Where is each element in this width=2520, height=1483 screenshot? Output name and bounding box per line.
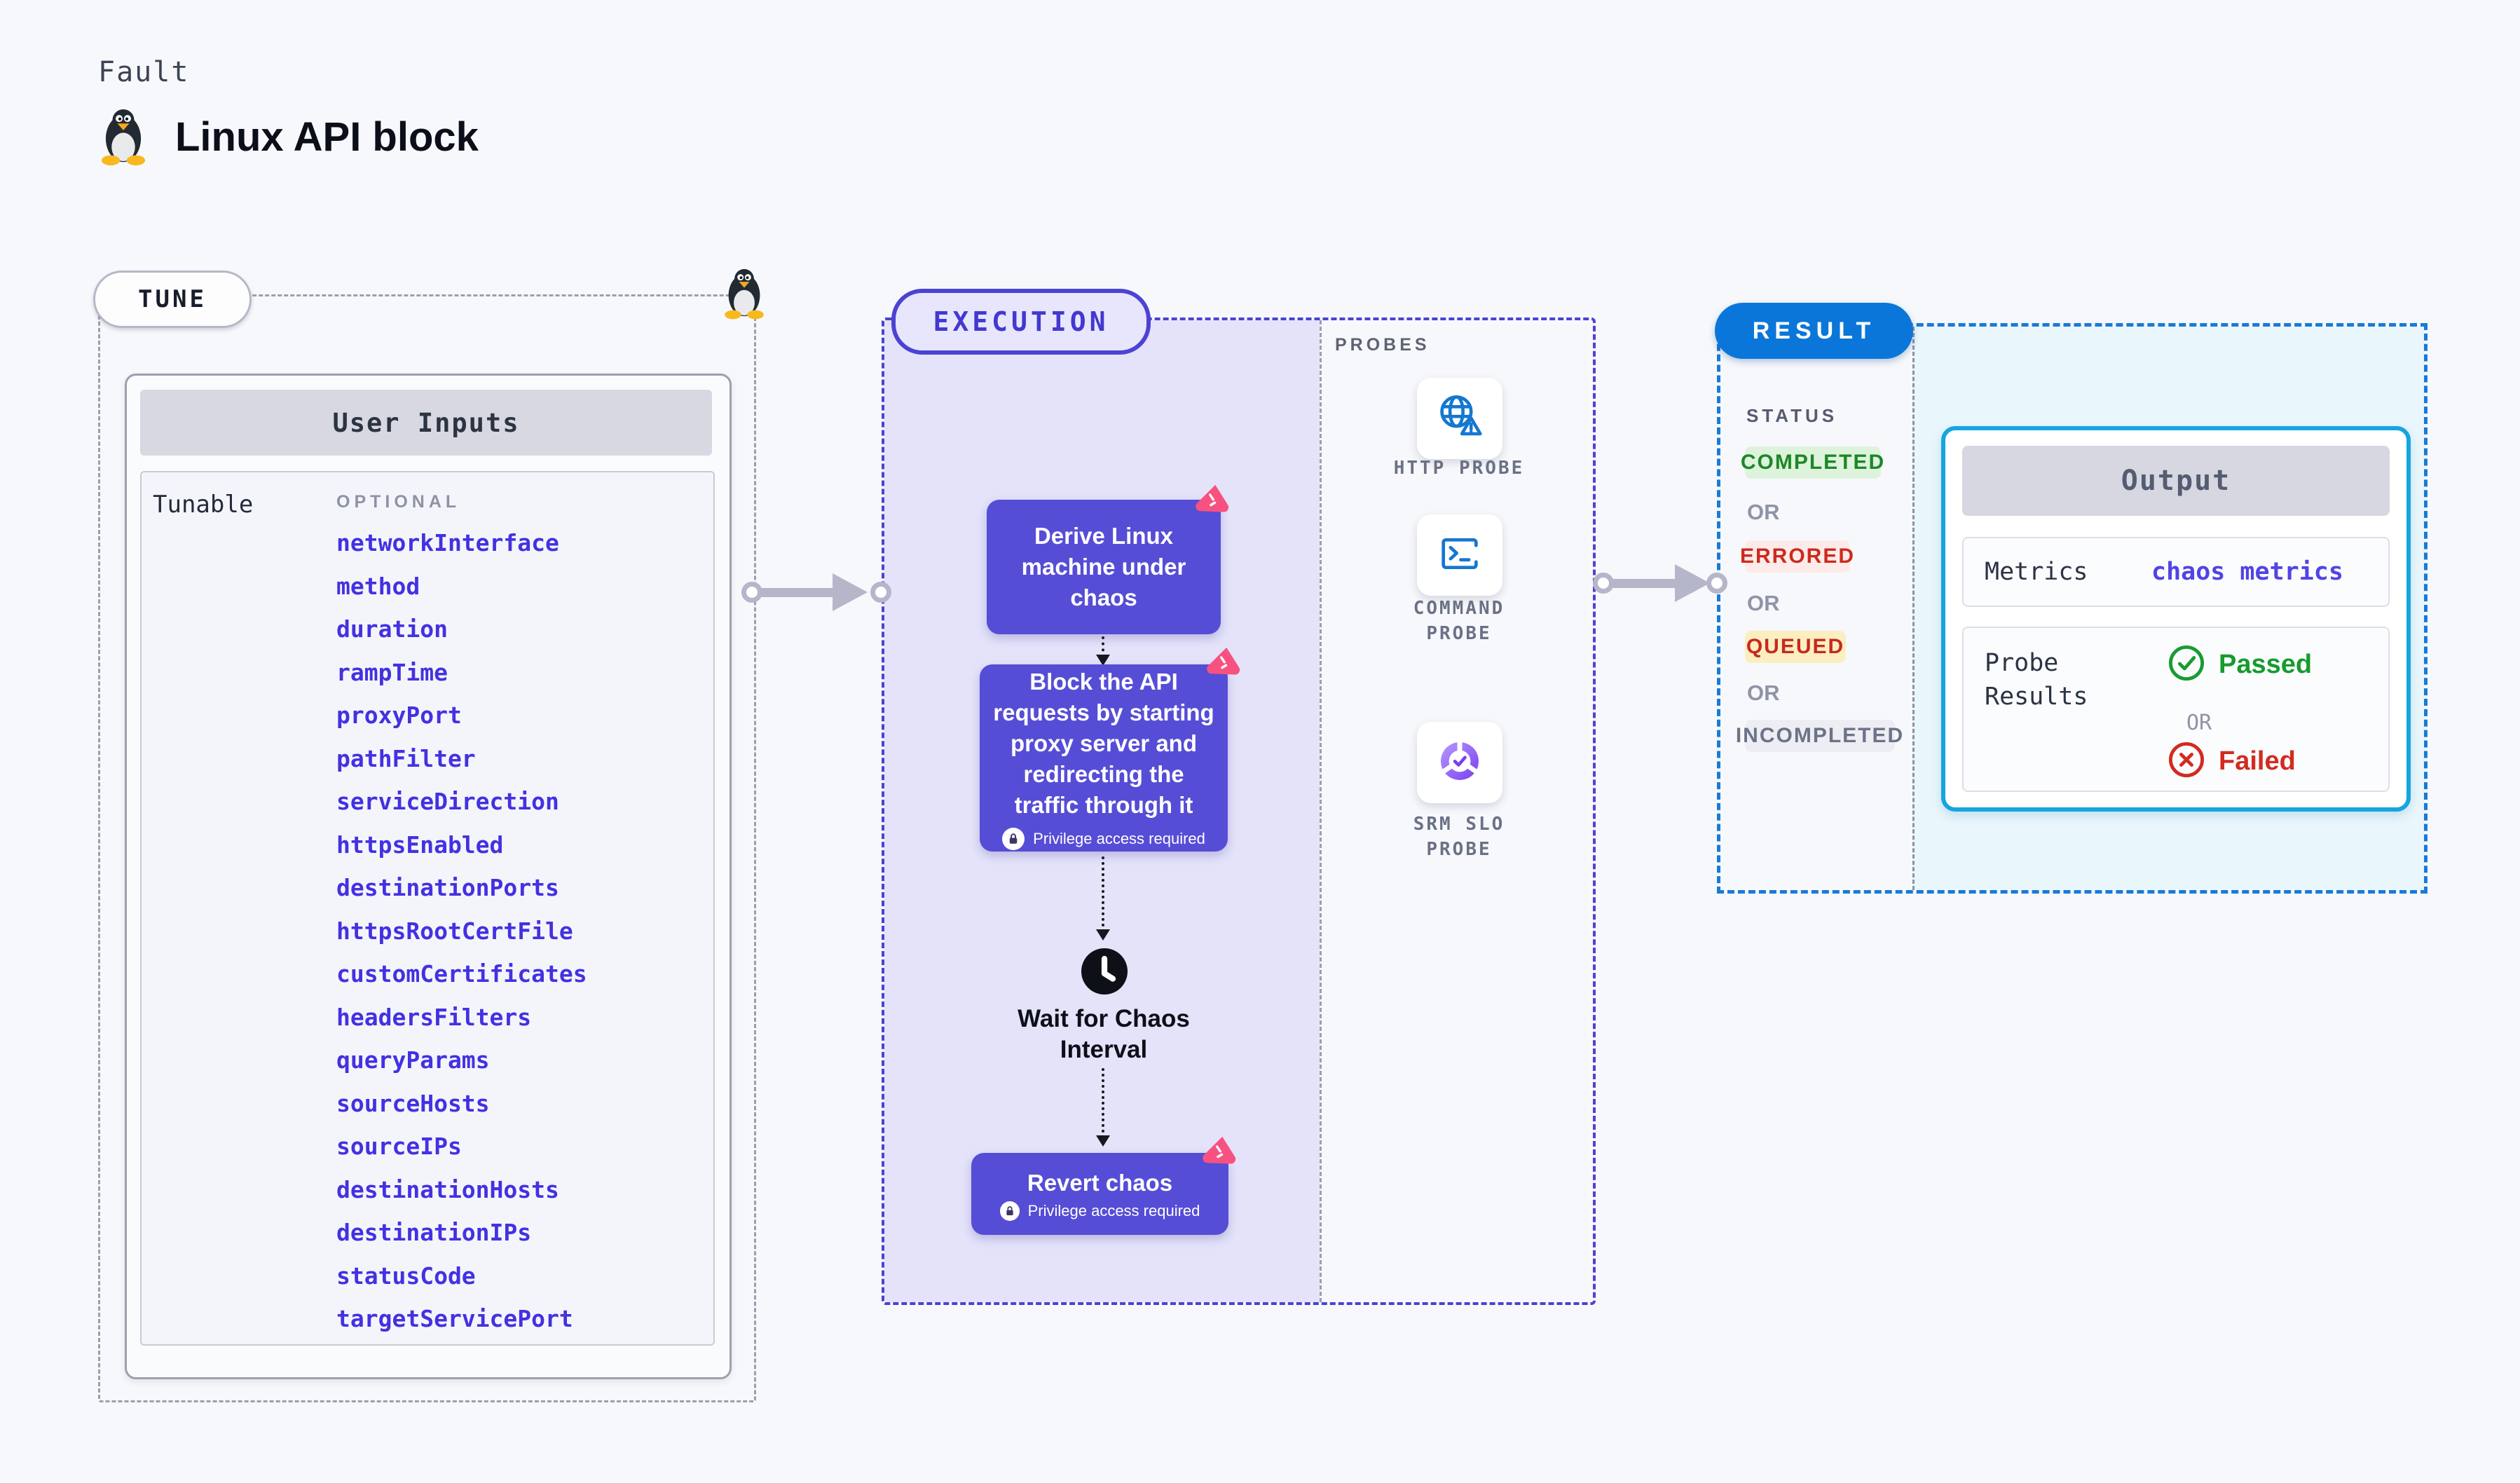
or-label: OR — [1747, 500, 1780, 524]
tunable-param: queryParams — [336, 1046, 490, 1074]
fault-eyebrow: Fault — [98, 56, 190, 88]
command-probe-card — [1417, 514, 1502, 596]
result-divider — [1912, 327, 1915, 890]
node-label: Revert chaos — [1027, 1169, 1173, 1196]
tunable-param: duration — [336, 615, 448, 643]
probe-results-label: Probe Results — [1985, 649, 2088, 711]
probes-divider — [1320, 320, 1322, 1302]
flow-connector-arrowhead — [1096, 929, 1110, 941]
result-badge: RESULT — [1715, 303, 1913, 359]
flow-connector — [1102, 1068, 1104, 1138]
flow-arrowhead — [1675, 564, 1710, 602]
or-label: OR — [1747, 591, 1780, 615]
tune-section-frame — [98, 294, 756, 1402]
flow-arrow-execution-result — [1603, 579, 1677, 588]
or-label: OR — [1747, 681, 1780, 705]
node-label: Block the API requests by starting proxy… — [993, 668, 1214, 818]
chaos-icon — [1204, 645, 1242, 683]
execution-section-frame — [882, 317, 1596, 1305]
lock-icon — [999, 1201, 1020, 1221]
wait-step-label: Wait for Chaos Interval — [1018, 1005, 1190, 1063]
page-title-row: Linux API block — [98, 105, 479, 168]
node-label: Derive Linux machine under chaos — [1021, 523, 1186, 610]
clock-icon — [1079, 946, 1130, 999]
slo-donut-icon — [1434, 735, 1486, 790]
tunable-param: serviceDirection — [336, 788, 559, 816]
x-circle-icon — [2167, 740, 2206, 782]
privilege-note-text: Privilege access required — [1027, 1201, 1200, 1219]
tunable-param: httpsEnabled — [336, 831, 504, 859]
tunable-param: proxyPort — [336, 702, 462, 730]
srm-slo-probe-card — [1417, 722, 1502, 803]
optional-column-label: OPTIONAL — [336, 492, 461, 512]
privilege-note: Privilege access required — [1002, 827, 1205, 850]
linux-tux-icon — [98, 105, 149, 168]
metrics-row: Metrics chaos metrics — [1962, 537, 2390, 607]
user-inputs-body — [140, 471, 715, 1346]
tunable-param: sourceHosts — [336, 1089, 490, 1117]
check-circle-icon — [2167, 643, 2206, 685]
status-badge-incompleted: INCOMPLETED — [1736, 720, 1903, 752]
metrics-label: Metrics — [1985, 558, 2088, 586]
status-badge-queued: QUEUED — [1745, 631, 1846, 663]
tunable-param: targetServicePort — [336, 1305, 573, 1333]
tunable-param: rampTime — [336, 658, 448, 686]
tunable-param: destinationPorts — [336, 874, 559, 902]
flow-arrowhead — [833, 573, 868, 611]
tunable-param: httpsRootCertFile — [336, 917, 573, 945]
terminal-icon — [1435, 529, 1484, 581]
tune-badge: TUNE — [93, 271, 252, 328]
chaos-icon — [1200, 1134, 1238, 1172]
tunable-param: sourceIPs — [336, 1133, 462, 1161]
flow-connector-arrowhead — [1096, 655, 1110, 666]
status-section-label: STATUS — [1746, 405, 1838, 426]
output-header: Output — [1962, 446, 2390, 516]
connector-dot — [741, 582, 762, 603]
tunable-param: customCertificates — [336, 960, 587, 988]
failed-result: Failed — [2167, 740, 2296, 782]
http-probe-card — [1417, 378, 1502, 459]
execution-node-block-api: Block the API requests by starting proxy… — [980, 664, 1228, 852]
status-badge-completed: COMPLETED — [1741, 446, 1884, 479]
probes-section-label: PROBES — [1335, 335, 1430, 355]
execution-badge: EXECUTION — [891, 289, 1151, 355]
flow-arrow-tune-execution — [752, 588, 835, 597]
tunable-param: headersFilters — [336, 1003, 532, 1031]
status-badge-errored: ERRORED — [1740, 540, 1854, 573]
chaos-icon — [1193, 482, 1231, 520]
tunable-param-list: networkInterface method duration rampTime pr… — [336, 521, 701, 1341]
user-inputs-header: User Inputs — [140, 390, 712, 456]
probe-results-row: Probe Results Passed OR Failed — [1962, 627, 2390, 792]
lock-icon — [1002, 827, 1025, 850]
execution-node-revert: Revert chaos Privilege access required — [971, 1153, 1228, 1235]
or-label: OR — [2186, 711, 2212, 735]
metrics-value: chaos metrics — [2151, 558, 2343, 586]
connector-dot — [1706, 573, 1727, 594]
connector-dot — [1593, 573, 1614, 594]
page-title: Linux API block — [175, 114, 479, 160]
tunable-row-label: Tunable — [153, 491, 254, 519]
passed-result: Passed — [2167, 643, 2312, 685]
failed-label: Failed — [2219, 746, 2296, 776]
privilege-note: Privilege access required — [999, 1201, 1200, 1221]
execution-node-derive: Derive Linux machine under chaos — [987, 500, 1221, 634]
probe-label: SRM SLO PROBE — [1413, 814, 1505, 860]
passed-label: Passed — [2219, 649, 2313, 679]
globe-alert-icon — [1434, 391, 1486, 446]
connector-dot — [870, 582, 891, 603]
privilege-note-text: Privilege access required — [1033, 829, 1205, 847]
flow-connector — [1102, 856, 1104, 932]
tunable-param: pathFilter — [336, 744, 476, 772]
tunable-param: destinationIPs — [336, 1219, 532, 1247]
tunable-param: method — [336, 572, 420, 600]
flow-connector-arrowhead — [1096, 1135, 1110, 1147]
probe-label: COMMAND PROBE — [1413, 598, 1505, 644]
probe-label: HTTP PROBE — [1393, 458, 1525, 479]
tunable-param: destinationHosts — [336, 1175, 559, 1203]
linux-tux-icon-small — [722, 264, 767, 324]
tunable-param: networkInterface — [336, 529, 559, 557]
result-section-frame — [1717, 323, 2427, 894]
flow-connector — [1102, 636, 1104, 657]
tunable-param: statusCode — [336, 1262, 476, 1290]
